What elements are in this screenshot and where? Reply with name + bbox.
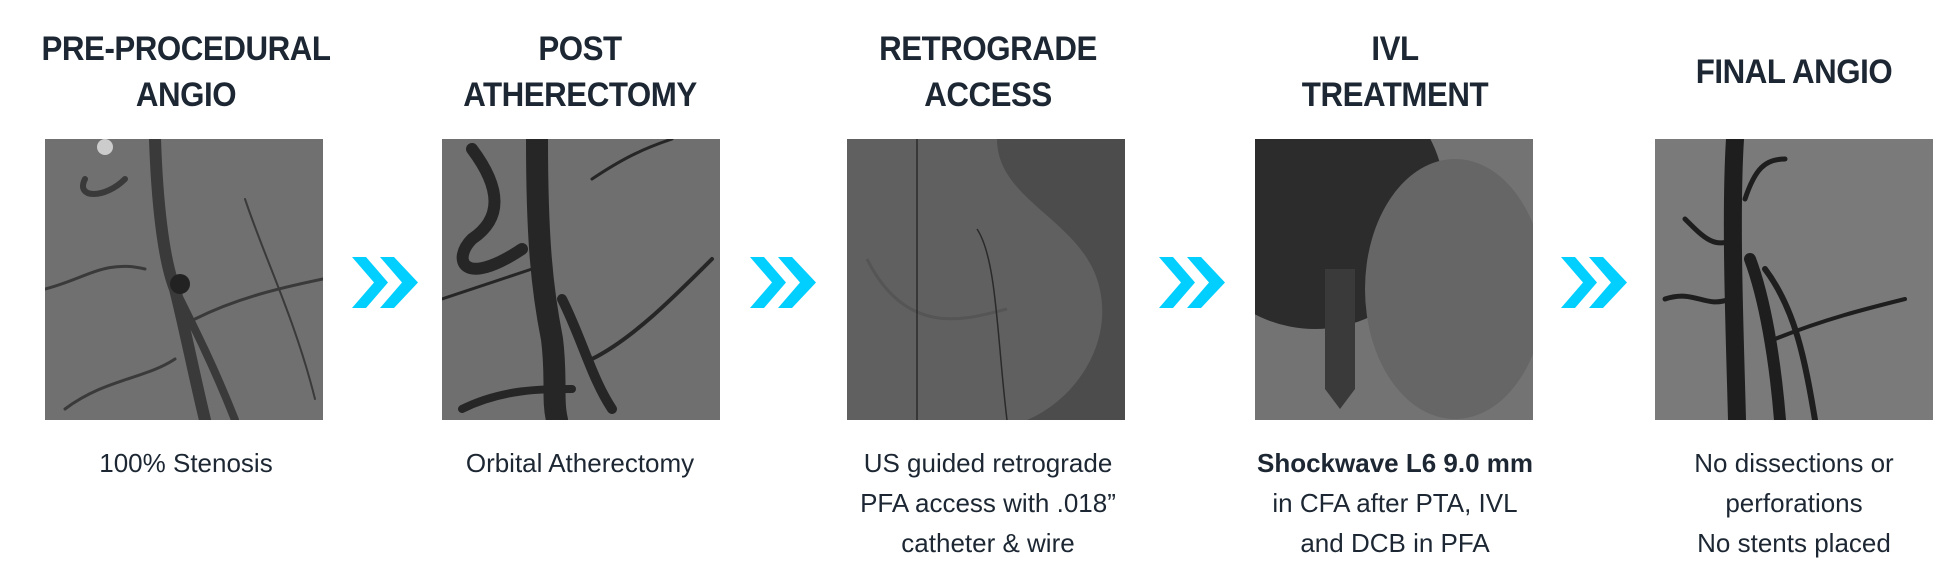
post-atherectomy-angiogram-image <box>442 139 720 420</box>
title-line: TREATMENT <box>1301 76 1489 114</box>
retrograde-access-fluoroscopy-image <box>847 139 1125 420</box>
step-5-caption: No dissections or perforations No stents… <box>1594 443 1957 563</box>
caption-line: No dissections or <box>1694 448 1894 478</box>
title-line: ANGIO <box>135 76 237 114</box>
title-line: ACCESS <box>924 76 1052 114</box>
caption-line: in CFA after PTA, IVL <box>1272 488 1518 518</box>
step-2-title: POST ATHERECTOMY <box>405 26 755 118</box>
caption-line: No stents placed <box>1697 528 1891 558</box>
title-line: POST <box>538 30 622 68</box>
title-line: IVL <box>1371 30 1419 68</box>
step-1-caption: 100% Stenosis <box>0 443 386 483</box>
double-chevron-right-icon <box>1159 257 1225 308</box>
title-line: RETROGRADE <box>879 30 1097 68</box>
device-name: Shockwave L6 9.0 mm <box>1256 448 1534 478</box>
double-chevron-right-icon <box>352 257 418 308</box>
title-line: ATHERECTOMY <box>463 76 697 114</box>
step-5-title: FINAL ANGIO <box>1619 49 1957 95</box>
step-1-title: PRE-PROCEDURAL ANGIO <box>11 26 361 118</box>
caption-line: PFA access with .018” <box>860 488 1116 518</box>
double-chevron-right-icon <box>1561 257 1627 308</box>
double-chevron-right-icon <box>750 257 816 308</box>
step-2-caption: Orbital Atherectomy <box>380 443 780 483</box>
final-angiogram-image <box>1655 139 1933 420</box>
step-4-caption: Shockwave L6 9.0 mm in CFA after PTA, IV… <box>1195 443 1595 563</box>
step-4-title: IVL TREATMENT <box>1220 26 1570 118</box>
title-line: FINAL ANGIO <box>1695 53 1893 91</box>
caption-line: and DCB in PFA <box>1300 528 1490 558</box>
step-3-title: RETROGRADE ACCESS <box>813 26 1163 118</box>
pre-procedural-angiogram-image <box>45 139 323 420</box>
title-line: PRE-PROCEDURAL <box>41 30 331 68</box>
caption-line: 100% Stenosis <box>99 448 273 478</box>
caption-line: US guided retrograde <box>863 448 1113 478</box>
ivl-treatment-fluoroscopy-image <box>1255 139 1533 420</box>
caption-line: perforations <box>1725 488 1863 518</box>
caption-line: Orbital Atherectomy <box>465 448 695 478</box>
caption-line: catheter & wire <box>901 528 1075 558</box>
step-3-caption: US guided retrograde PFA access with .01… <box>788 443 1188 563</box>
